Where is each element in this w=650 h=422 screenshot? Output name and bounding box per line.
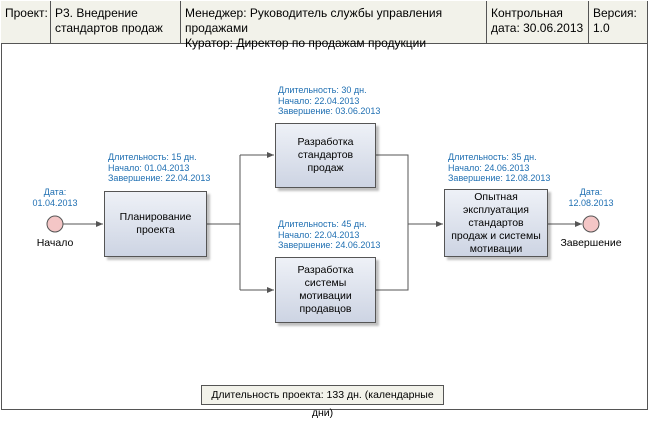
header-control-date: Контрольная дата: 30.06.2013 (487, 1, 589, 44)
task-motivation-info: Длительность: 45 дн. Начало: 22.04.2013 … (278, 219, 381, 250)
task-planning-info: Длительность: 15 дн. Начало: 01.04.2013 … (108, 152, 211, 183)
version-value: 1.0 (593, 21, 610, 35)
control-date-label: Контрольная (491, 6, 563, 20)
header-project-label: Проект: (1, 1, 51, 44)
task-trial-info: Длительность: 35 дн. Начало: 24.06.2013 … (448, 152, 551, 183)
header-version: Версия: 1.0 (589, 1, 648, 44)
version-label: Версия: (593, 6, 637, 20)
task-standards-info: Длительность: 30 дн. Начало: 22.04.2013 … (278, 85, 381, 116)
header-manager: Менеджер: Руководитель службы управления… (181, 1, 487, 50)
task-motivation-box[interactable]: Разработка системы мотивации продавцов (275, 257, 376, 323)
start-node (46, 215, 64, 233)
end-caption: Завершение (560, 237, 622, 249)
start-date-label: Дата: 01.04.2013 (32, 187, 78, 208)
task-planning-title: Планирование проекта (119, 211, 192, 236)
task-planning-box[interactable]: Планирование проекта (104, 191, 207, 257)
task-trial-box[interactable]: Опытная эксплуатация стандартов продаж и… (444, 189, 548, 257)
control-date-value: дата: 30.06.2013 (491, 21, 584, 35)
end-node (582, 215, 600, 233)
header-project-name: Р3. Внедрение стандартов продаж (51, 1, 181, 44)
connector-lines (46, 152, 600, 293)
start-caption: Начало (36, 237, 74, 249)
project-duration-footer: Длительность проекта: 133 дн. (календарн… (201, 385, 444, 419)
project-duration-text: Длительность проекта: 133 дн. (календарн… (211, 389, 434, 419)
task-motivation-title: Разработка системы мотивации продавцов (297, 264, 354, 315)
curator-text: Куратор: Директор по продажам продукции (185, 36, 427, 50)
task-trial-title: Опытная эксплуатация стандартов продаж и… (451, 190, 541, 255)
end-date-label: Дата: 12.08.2013 (568, 187, 614, 208)
task-standards-title: Разработка стандартов продаж (297, 136, 354, 174)
task-standards-box[interactable]: Разработка стандартов продаж (275, 123, 376, 188)
manager-text: Менеджер: Руководитель службы управления… (185, 6, 443, 35)
